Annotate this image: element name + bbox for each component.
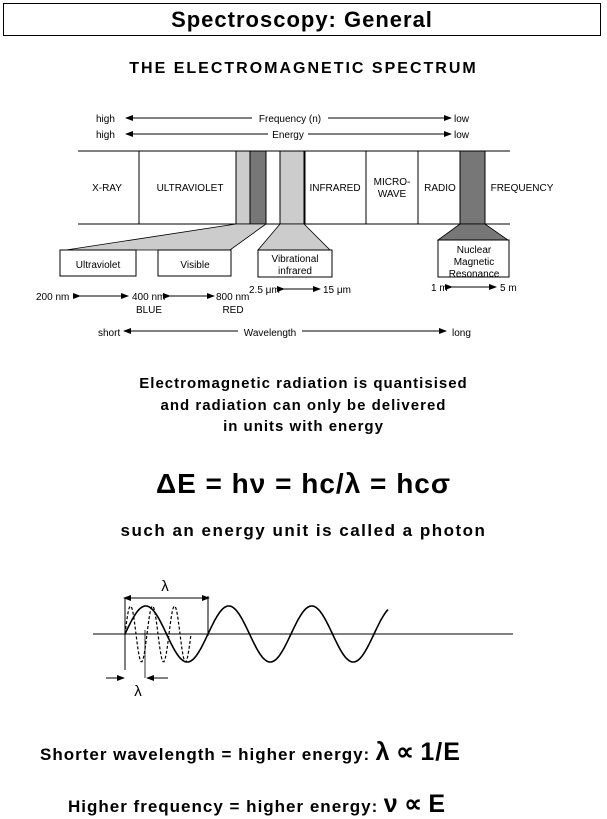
nmr-label-3: Resonance bbox=[449, 269, 500, 280]
photon-text: such an energy unit is called a photon bbox=[120, 521, 487, 540]
quantisation-text-3: in units with energy bbox=[223, 418, 384, 435]
wl-2-5um: 2.5 μm bbox=[249, 285, 280, 296]
lambda-top-label: λ bbox=[161, 578, 169, 595]
rule-wavelength: Shorter wavelength = higher energy: λ ∝ … bbox=[40, 737, 461, 767]
band-infrared: INFRARED bbox=[309, 183, 360, 194]
energy-high-label: high bbox=[96, 130, 115, 141]
page-title: Spectroscopy: General bbox=[3, 3, 601, 36]
band-microwave-2: WAVE bbox=[378, 189, 407, 200]
freq-low-label: low bbox=[454, 114, 470, 125]
wl-400nm: 400 nm bbox=[132, 292, 165, 303]
quantisation-text-1: Electromagnetic radiation is quantisised bbox=[139, 375, 468, 392]
wl-15um: 15 μm bbox=[323, 285, 351, 296]
band-frequency: FREQUENCY bbox=[491, 183, 554, 194]
wl-200nm: 200 nm bbox=[36, 292, 69, 303]
energy-label: Energy bbox=[272, 130, 304, 141]
wl-5m: 5 m bbox=[500, 283, 517, 294]
wl-red: RED bbox=[222, 305, 243, 316]
lambda-bottom-label: λ bbox=[134, 683, 142, 700]
infrared-shade bbox=[279, 150, 305, 225]
ultraviolet-box bbox=[59, 249, 137, 277]
rule-frequency: Higher frequency = higher energy: ν ∝ E bbox=[68, 789, 446, 819]
wl-800nm: 800 nm bbox=[216, 292, 249, 303]
proportional-symbol: ∝ bbox=[404, 790, 423, 818]
proportional-symbol: ∝ bbox=[396, 738, 415, 766]
uv-visible-callout bbox=[65, 223, 268, 251]
freq-high-label: high bbox=[96, 114, 115, 125]
visible-box bbox=[157, 249, 232, 277]
radio-shade bbox=[459, 150, 486, 225]
freq-label: Frequency (n) bbox=[259, 114, 321, 125]
wavelength-label: Wavelength bbox=[244, 328, 296, 339]
visible-box-label: Visible bbox=[180, 260, 210, 271]
energy-low-label: low bbox=[454, 130, 470, 141]
band-radio: RADIO bbox=[424, 183, 456, 194]
band-ultraviolet: ULTRAVIOLET bbox=[157, 183, 224, 194]
spectrum-diagram: high Frequency (n) low high Energy low X… bbox=[36, 114, 554, 339]
band-xray: X-RAY bbox=[92, 183, 122, 194]
wl-blue: BLUE bbox=[136, 305, 162, 316]
wavelength-long-label: long bbox=[452, 328, 471, 339]
rule-frequency-rhs: E bbox=[428, 790, 447, 818]
rule-wavelength-text: Shorter wavelength = higher energy: bbox=[40, 745, 371, 764]
vibrational-label-2: infrared bbox=[278, 266, 312, 277]
band-microwave-1: MICRO- bbox=[374, 177, 411, 188]
wl-1m: 1 m bbox=[431, 283, 448, 294]
wavelength-short-label: short bbox=[98, 328, 120, 339]
nu-symbol: ν bbox=[383, 790, 399, 818]
visible-shade bbox=[249, 150, 267, 225]
nmr-label-1: Nuclear bbox=[457, 245, 492, 256]
wave-diagram: λ λ bbox=[93, 578, 513, 700]
energy-equation: ΔE = hν = hc/λ = hcσ bbox=[155, 468, 452, 499]
vibrational-label-1: Vibrational bbox=[271, 254, 318, 265]
short-wavelength-wave bbox=[124, 605, 192, 663]
rule-wavelength-rhs: 1/E bbox=[420, 738, 461, 766]
ultraviolet-box-label: Ultraviolet bbox=[76, 260, 121, 271]
lambda-symbol: λ bbox=[375, 738, 391, 766]
infrared-callout bbox=[257, 223, 331, 251]
nmr-label-2: Magnetic bbox=[454, 257, 495, 268]
quantisation-text-2: and radiation can only be delivered bbox=[160, 397, 447, 414]
spectrum-heading: THE ELECTROMAGNETIC SPECTRUM bbox=[129, 60, 478, 77]
rule-frequency-text: Higher frequency = higher energy: bbox=[68, 797, 379, 816]
nmr-box bbox=[437, 239, 510, 278]
nmr-callout bbox=[436, 223, 510, 241]
vibrational-box bbox=[257, 249, 333, 278]
uv-shade bbox=[235, 150, 251, 225]
